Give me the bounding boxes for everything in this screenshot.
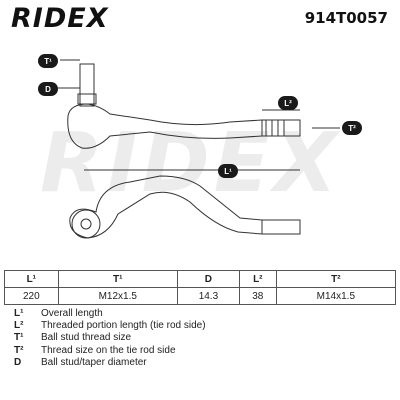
legend-desc: Threaded portion length (tie rod side) (41, 320, 206, 332)
thread-top (261, 119, 301, 137)
legend-desc: Overall length (41, 308, 103, 319)
legend-item: L² Threaded portion length (tie rod side) (14, 320, 206, 332)
ball-stud (79, 63, 95, 107)
callout-d-label: D (45, 85, 51, 94)
spec-header-t1: T¹ (57, 270, 178, 288)
spec-value-l1: 220 (4, 287, 59, 305)
legend-key: L² (14, 320, 24, 332)
tie-rod-top-view (67, 103, 301, 149)
spec-value-row: 220 M12x1.5 14.3 38 M14x1.5 (4, 287, 397, 305)
spec-value-d: 14.3 (176, 287, 240, 305)
callout-l2-label: L² (284, 99, 292, 108)
spec-header-d: D (176, 270, 240, 288)
callout-t2-label: T² (348, 124, 356, 133)
legend-key: T² (14, 344, 24, 356)
callout-d: D (38, 82, 58, 96)
callout-t2: T² (342, 121, 362, 135)
spec-value-l2: 38 (238, 287, 277, 305)
spec-table: L¹ T¹ D L² T² 220 M12x1.5 14.3 38 M14x1.… (4, 270, 397, 305)
legend-key: L¹ (14, 308, 24, 319)
brand-logo: RIDEX (11, 3, 109, 34)
technical-drawing: RIDEX T¹ (0, 36, 400, 268)
header: RIDEX 914T0057 (0, 0, 400, 36)
legend-key: D (14, 356, 22, 368)
spec-header-row: L¹ T¹ D L² T² (4, 270, 397, 288)
spec-header-t2: T² (275, 270, 397, 288)
spec-value-t1: M12x1.5 (57, 287, 178, 305)
callout-t1: T¹ (38, 54, 58, 68)
legend-desc: Ball stud/taper diameter (41, 356, 147, 368)
callout-t1-label: T¹ (44, 57, 52, 66)
legend-item: T¹ Ball stud thread size (14, 332, 206, 344)
watermark: RIDEX (40, 116, 341, 211)
legend-item: T² Thread size on the tie rod side (14, 345, 206, 357)
legend-desc: Thread size on the tie rod side (41, 344, 176, 356)
tie-rod-side-view (69, 175, 301, 239)
part-number: 914T0057 (304, 9, 388, 27)
callout-l1-label: L¹ (224, 167, 232, 176)
spec-value-t2: M14x1.5 (275, 287, 397, 305)
callout-l1: L¹ (218, 164, 238, 178)
legend: L¹ Overall length L² Threaded portion leng… (14, 308, 206, 369)
callout-l2: L² (278, 96, 298, 110)
spec-header-l2: L² (238, 270, 277, 288)
legend-key: T¹ (14, 332, 24, 344)
spec-header-l1: L¹ (4, 270, 59, 288)
legend-item: D Ball stud/taper diameter (14, 357, 206, 369)
legend-desc: Ball stud thread size (41, 332, 132, 344)
legend-item: L¹ Overall length (14, 308, 206, 320)
